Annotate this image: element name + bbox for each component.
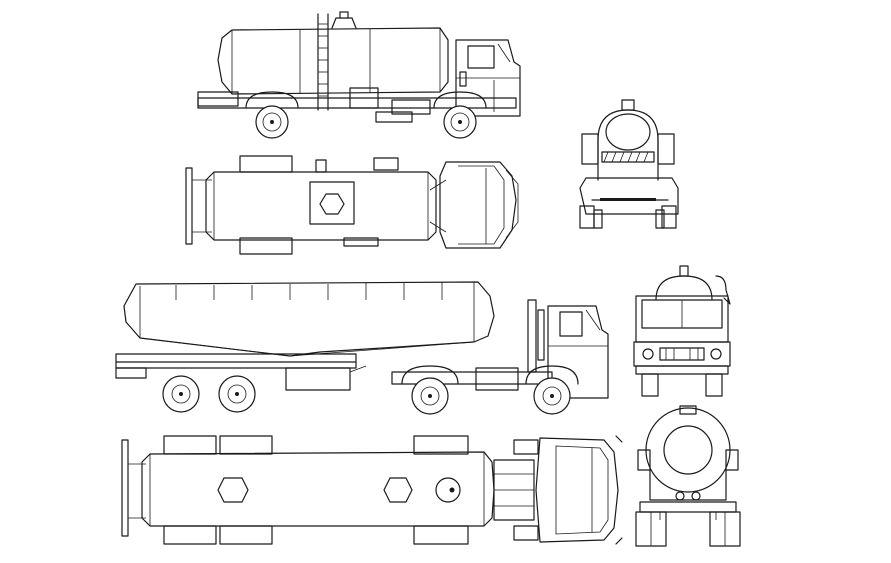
tractor-front-elevation — [633, 265, 731, 397]
tanker-rear-elevation — [635, 405, 741, 547]
articulated-tanker-side-elevation — [115, 281, 609, 415]
rigid-tanker-plan — [185, 155, 519, 255]
articulated-tanker-plan — [121, 435, 623, 545]
rigid-tanker-side-elevation — [197, 11, 521, 139]
rigid-tanker-front-elevation — [579, 99, 679, 229]
